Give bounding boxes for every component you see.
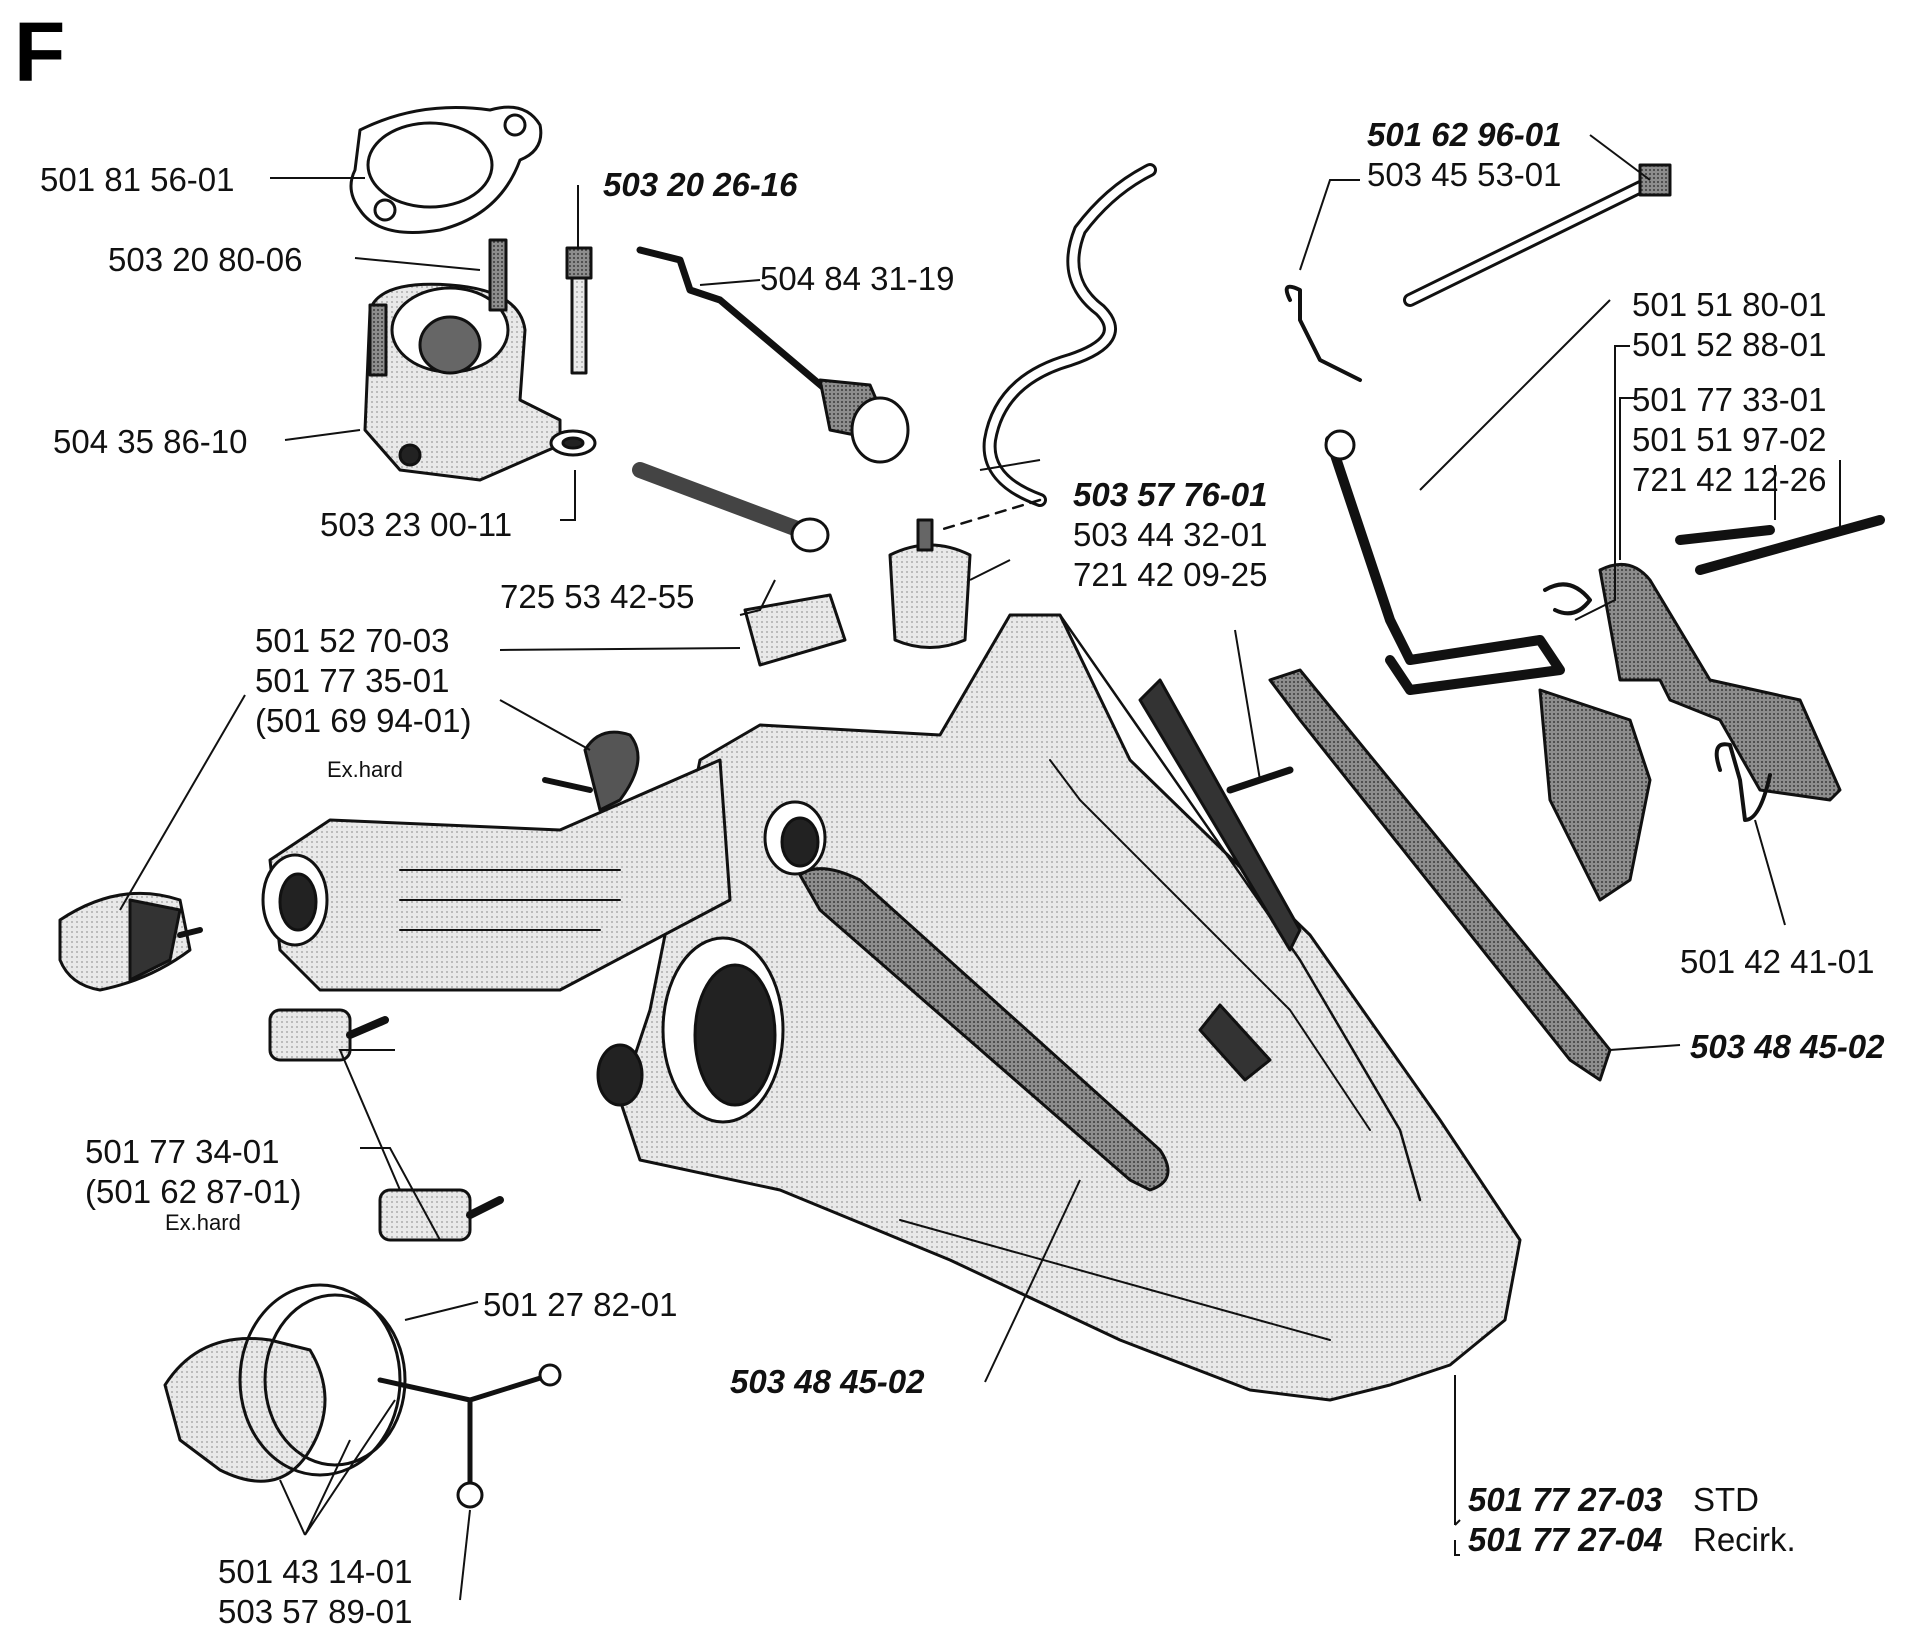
part-note: Ex.hard	[165, 1210, 241, 1235]
part-label: 501 52 70-03	[255, 622, 450, 659]
part-label: 501 77 34-01	[85, 1133, 280, 1170]
part-label: 503 20 80-06	[108, 241, 303, 278]
part-label: 501 51 80-01	[1632, 286, 1827, 323]
part-label: 504 35 86-10	[53, 423, 248, 460]
part-label: 501 51 97-02	[1632, 421, 1827, 458]
gasket	[349, 105, 543, 234]
part-label: 721 42 12-26	[1632, 461, 1827, 498]
part-label: 503 44 32-01	[1073, 516, 1268, 553]
bar-mount-sleeve	[268, 758, 732, 992]
part-label: 725 53 42-55	[500, 578, 695, 615]
trigger	[1598, 562, 1842, 802]
link-rod	[636, 246, 854, 414]
part-label: 503 48 45-02	[730, 1363, 925, 1400]
part-label: 501 43 14-01	[218, 1553, 413, 1590]
filter	[888, 543, 972, 649]
part-label: 721 42 09-25	[1073, 556, 1268, 593]
part-label: (501 62 87-01)	[85, 1173, 302, 1210]
part-variant: STD	[1693, 1481, 1759, 1518]
part-label: 501 77 27-04	[1468, 1521, 1663, 1558]
part-label: 501 77 27-03	[1468, 1481, 1663, 1518]
part-label: 501 42 41-01	[1680, 943, 1875, 980]
part-label: 501 62 96-01	[1367, 116, 1562, 153]
part-label: 503 57 76-01	[1073, 476, 1268, 513]
section-letter: F	[14, 5, 66, 99]
hose	[982, 163, 1157, 507]
part-variant: Recirk.	[1693, 1521, 1796, 1558]
part-label: 501 77 35-01	[255, 662, 450, 699]
part-label: 503 23 00-11	[320, 506, 513, 543]
tank-housing	[618, 613, 1522, 1402]
part-label: 503 45 53-01	[1367, 156, 1562, 193]
part-label: 503 20 26-16	[603, 166, 798, 203]
handle-strip	[1268, 668, 1612, 1082]
part-label: 503 57 89-01	[218, 1593, 413, 1630]
part-note: Ex.hard	[327, 757, 403, 782]
part-label: (501 69 94-01)	[255, 702, 472, 739]
part-label: 501 81 56-01	[40, 161, 235, 198]
part-label: 501 52 88-01	[1632, 326, 1827, 363]
part-label: 501 77 33-01	[1632, 381, 1827, 418]
part-label: 504 84 31-19	[760, 260, 955, 297]
part-label: 503 48 45-02	[1690, 1028, 1885, 1065]
part-label: 501 27 82-01	[483, 1286, 678, 1323]
